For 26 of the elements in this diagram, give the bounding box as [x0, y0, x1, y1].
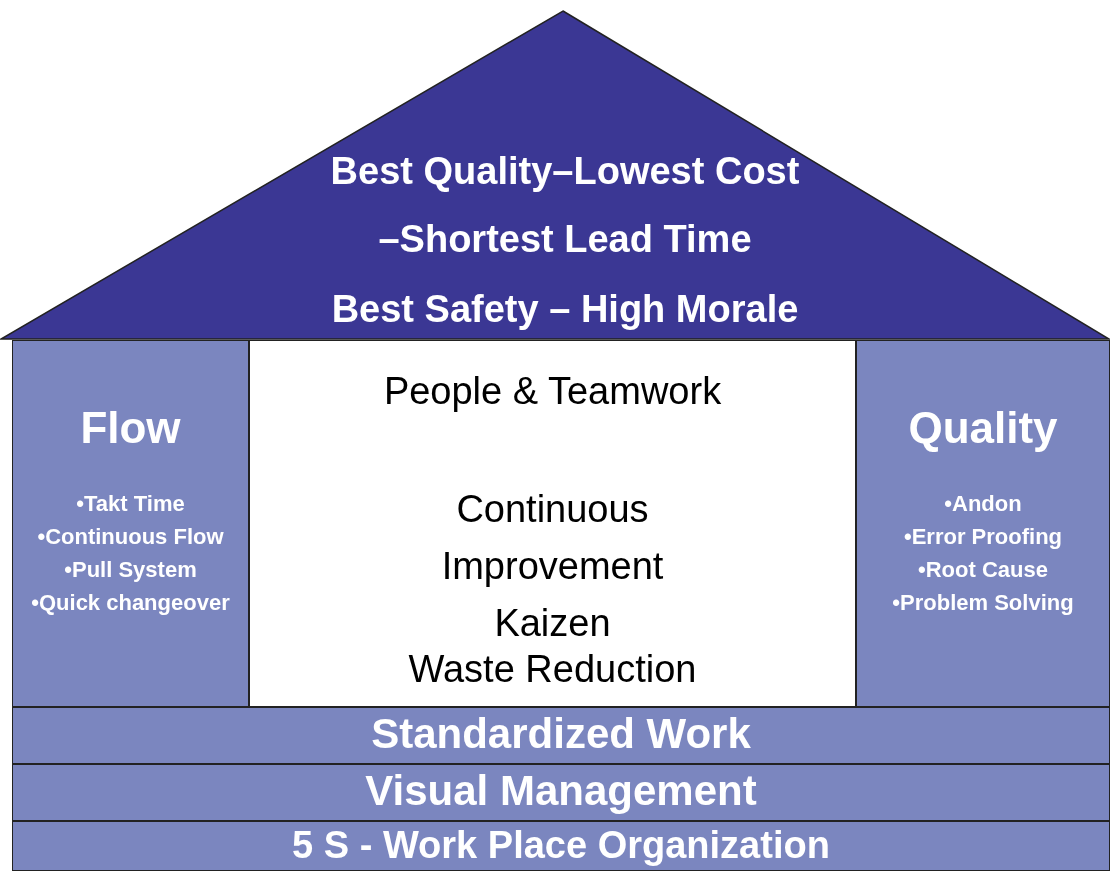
goal-text: –Shortest Lead Time: [377, 218, 753, 261]
bullet-item: •Continuous Flow: [36, 524, 225, 550]
principle-text: People & Teamwork: [382, 369, 723, 414]
pillar-heading: Quality: [907, 403, 1059, 453]
center-panel: [249, 340, 856, 707]
foundation-band: [12, 764, 1110, 821]
bullet-item: •Error Proofing: [902, 524, 1063, 550]
bullet-item: •Andon: [943, 491, 1023, 517]
roof-triangle: [0, 10, 1110, 340]
bullet-item: •Quick changeover: [30, 590, 231, 616]
band-text: Visual Management: [364, 767, 758, 815]
bullet-item: •Root Cause: [917, 557, 1049, 583]
goal-text: Best Quality–Lowest Cost: [329, 150, 801, 193]
bullet-item: •Pull System: [63, 557, 198, 583]
bullet-item: •Takt Time: [75, 491, 186, 517]
foundation-band: [12, 707, 1110, 764]
principle-text: Waste Reduction: [407, 647, 698, 692]
bullet-item: •Problem Solving: [891, 590, 1075, 616]
pillar-box: [856, 340, 1110, 707]
principle-text: Continuous Improvement Kaizen: [440, 487, 665, 646]
pillar-heading: Flow: [79, 403, 182, 453]
goal-text: Best Safety – High Morale: [330, 288, 800, 331]
band-text: Standardized Work: [370, 710, 752, 758]
band-text: 5 S - Work Place Organization: [291, 824, 831, 867]
pillar-box: [12, 340, 249, 707]
foundation-band: [12, 821, 1110, 871]
